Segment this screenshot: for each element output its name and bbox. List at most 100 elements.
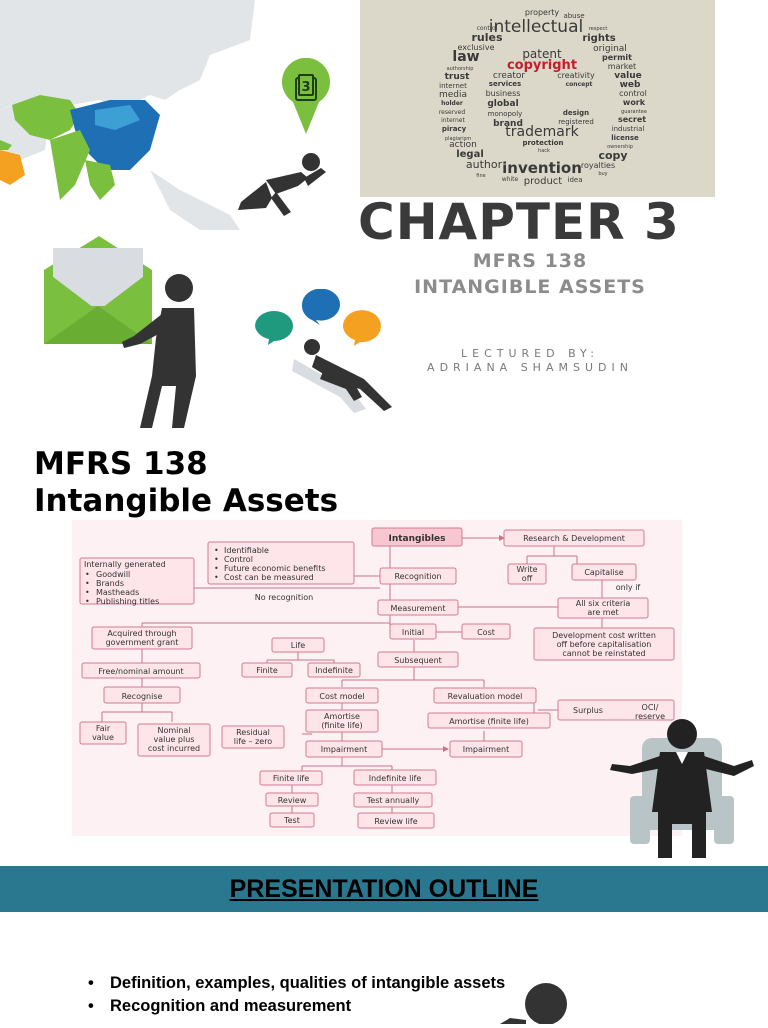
- node-revaluation-model: Revaluation model: [448, 692, 523, 701]
- svg-text:web: web: [620, 80, 641, 90]
- svg-text:author: author: [466, 158, 503, 171]
- svg-text:exclusive: exclusive: [457, 43, 494, 52]
- svg-text:secret: secret: [618, 115, 646, 124]
- svg-text:Amortise: Amortise: [324, 712, 360, 721]
- heading-line-topic: Intangible Assets: [34, 483, 339, 519]
- businessman-shrug-icon: [608, 716, 756, 860]
- svg-text:Control: Control: [224, 555, 253, 564]
- node-measurement: Measurement: [391, 604, 446, 613]
- svg-text:patent: patent: [522, 47, 562, 61]
- svg-text:•: •: [85, 597, 90, 606]
- svg-text:intellectual: intellectual: [489, 17, 583, 37]
- svg-text:off before capitalisation: off before capitalisation: [557, 640, 652, 649]
- svg-text:guarantee: guarantee: [621, 109, 647, 115]
- svg-text:Residual: Residual: [236, 728, 270, 737]
- svg-text:internet: internet: [441, 117, 465, 124]
- svg-text:copy: copy: [598, 149, 627, 162]
- svg-text:royalties: royalties: [581, 161, 615, 170]
- svg-text:creativity: creativity: [557, 71, 595, 80]
- svg-text:Free/nominal amount: Free/nominal amount: [98, 667, 183, 676]
- subtitle-code: MFRS 138: [472, 250, 588, 272]
- svg-text:buy: buy: [598, 171, 607, 177]
- heading-line-code: MFRS 138: [34, 446, 208, 482]
- svg-text:abuse: abuse: [563, 12, 584, 20]
- node-amortise-reval: Amortise (finite life): [449, 717, 529, 726]
- svg-text:only if: only if: [616, 583, 641, 592]
- svg-text:Write: Write: [516, 565, 537, 574]
- svg-text:•: •: [214, 564, 219, 573]
- svg-text:monopoly: monopoly: [488, 110, 523, 118]
- node-research-development: Research & Development: [523, 534, 625, 543]
- svg-text:control: control: [477, 25, 498, 32]
- svg-text:Surplus: Surplus: [573, 706, 603, 715]
- intangibles-flow-diagram: Intangibles Research & Development Inter…: [72, 520, 682, 836]
- svg-text:rules: rules: [471, 31, 502, 44]
- svg-text:authorship: authorship: [447, 66, 474, 72]
- envelope-carrier-icon: [44, 236, 204, 432]
- node-subsequent: Subsequent: [394, 656, 442, 665]
- outline-bullet: Recognition and measurement: [88, 997, 351, 1016]
- svg-text:copyright: copyright: [507, 58, 577, 73]
- therapy-chat-icon: [254, 288, 396, 415]
- svg-text:trust: trust: [445, 72, 471, 82]
- badge-number: 3: [301, 80, 310, 95]
- svg-text:trademark: trademark: [505, 124, 579, 140]
- svg-text:Goodwill: Goodwill: [96, 570, 130, 579]
- person-icon: [496, 982, 576, 1025]
- svg-text:life – zero: life – zero: [234, 737, 273, 746]
- node-cost: Cost: [477, 628, 495, 637]
- svg-text:value plus: value plus: [154, 735, 195, 744]
- svg-text:Indefinite life: Indefinite life: [369, 774, 422, 783]
- svg-text:cannot be reinstated: cannot be reinstated: [562, 649, 645, 658]
- outline-title: PRESENTATION OUTLINE: [229, 875, 539, 903]
- svg-text:Future economic benefits: Future economic benefits: [224, 564, 326, 573]
- svg-text:•: •: [214, 546, 219, 555]
- svg-text:•: •: [85, 579, 90, 588]
- node-finite: Finite: [256, 666, 278, 675]
- svg-text:•: •: [214, 555, 219, 564]
- svg-text:industrial: industrial: [612, 125, 645, 133]
- node-impairment: Impairment: [321, 745, 367, 754]
- svg-text:government grant: government grant: [106, 638, 179, 647]
- svg-text:Acquired through: Acquired through: [107, 629, 176, 638]
- svg-text:Cost can be measured: Cost can be measured: [224, 573, 314, 582]
- svg-text:piracy: piracy: [442, 125, 467, 133]
- location-pin-icon: 3: [281, 57, 331, 136]
- svg-text:rights: rights: [582, 33, 615, 44]
- node-internally-generated: Internally generated: [84, 560, 166, 569]
- svg-text:reserved: reserved: [439, 109, 466, 116]
- svg-text:work: work: [623, 98, 646, 107]
- node-initial: Initial: [402, 628, 424, 637]
- svg-text:product: product: [524, 176, 563, 187]
- node-recognise: Recognise: [122, 692, 163, 701]
- svg-text:No recognition: No recognition: [255, 593, 313, 602]
- asia-map-graphic: [0, 0, 260, 235]
- subtitle-topic: INTANGIBLE ASSETS: [414, 276, 646, 298]
- svg-text:white: white: [502, 176, 519, 183]
- copyright-word-cloud: property abuse intellectual control resp…: [360, 0, 715, 197]
- lecturer-label: LECTURED BY:: [461, 347, 599, 360]
- svg-text:(finite life): (finite life): [321, 721, 362, 730]
- svg-text:action: action: [449, 140, 477, 150]
- svg-text:Brands: Brands: [96, 579, 124, 588]
- svg-text:original: original: [593, 44, 627, 54]
- svg-text:Review: Review: [278, 796, 307, 805]
- svg-text:registered: registered: [558, 118, 594, 126]
- svg-text:Test: Test: [283, 816, 300, 825]
- crawling-person-icon: [236, 150, 328, 220]
- svg-text:services: services: [489, 80, 521, 88]
- svg-text:are met: are met: [587, 608, 618, 617]
- cloud-word: property: [525, 8, 560, 17]
- svg-text:cost incurred: cost incurred: [148, 744, 200, 753]
- outline-bullet: Definition, examples, qualities of intan…: [88, 974, 505, 993]
- svg-text:legal: legal: [456, 149, 484, 160]
- svg-text:•: •: [85, 588, 90, 597]
- svg-text:Test annually: Test annually: [366, 796, 420, 805]
- svg-text:hack: hack: [538, 148, 550, 154]
- svg-text:license: license: [611, 134, 639, 142]
- svg-text:holder: holder: [441, 100, 463, 107]
- svg-text:Mastheads: Mastheads: [96, 588, 139, 597]
- node-indefinite: Indefinite: [315, 666, 353, 675]
- lecturer-name: ADRIANA SHAMSUDIN: [427, 361, 633, 374]
- node-intangibles: Intangibles: [388, 534, 445, 544]
